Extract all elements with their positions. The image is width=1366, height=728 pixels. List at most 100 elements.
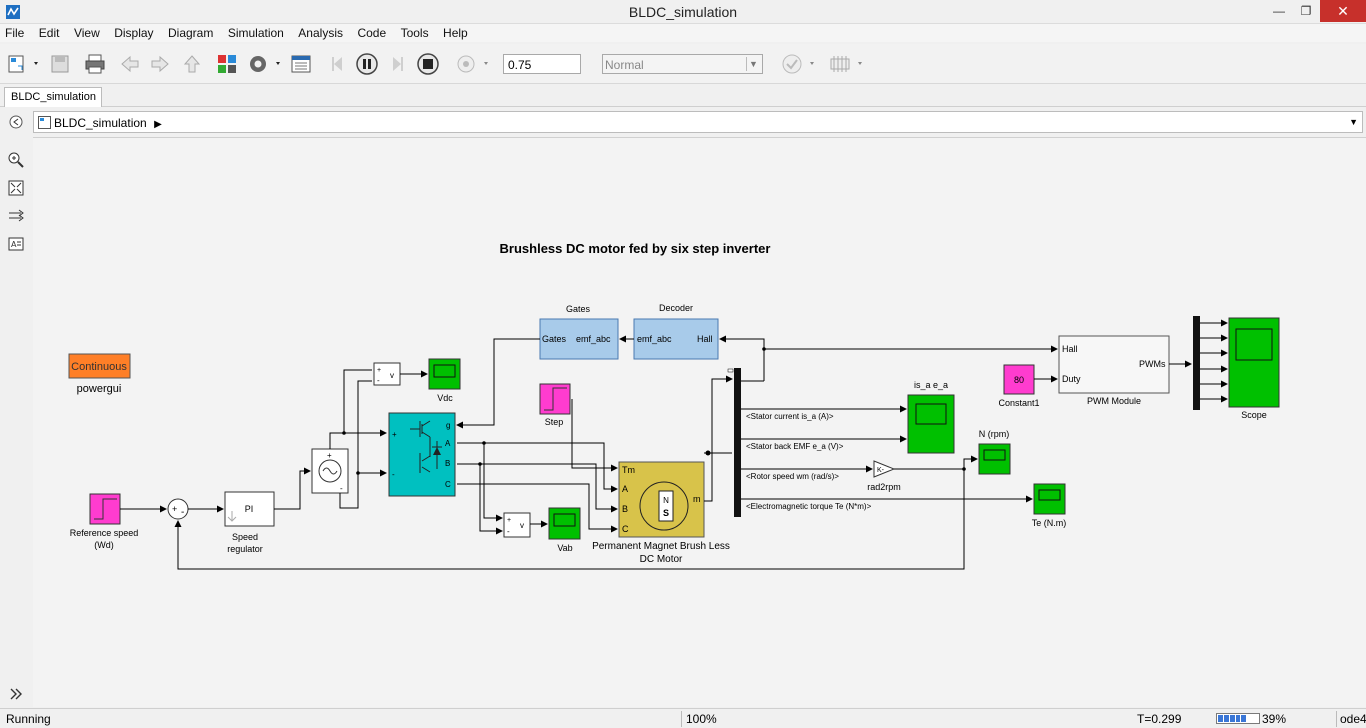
svg-text:is_a e_a: is_a e_a [914, 380, 948, 390]
is-ea-scope-block[interactable]: is_a e_a [907, 380, 955, 454]
zoom-icon[interactable] [7, 151, 25, 169]
sum-block[interactable]: + - [167, 498, 189, 520]
menu-edit[interactable]: Edit [38, 26, 60, 40]
gates-block[interactable]: Gates Gates emf_abc [539, 304, 619, 360]
step-back-icon [332, 57, 342, 71]
breadcrumb-arrow-icon[interactable]: ▶ [154, 119, 162, 130]
svg-text:Speed: Speed [232, 532, 258, 542]
vdc-measurement-block[interactable]: + - v [373, 362, 401, 386]
tab-bar: BLDC_simulation [0, 85, 1366, 107]
signal-lines [120, 319, 1228, 570]
svg-text:C: C [622, 524, 629, 534]
svg-text:+: + [392, 430, 397, 439]
up-button[interactable] [180, 52, 204, 76]
model-canvas[interactable]: Brushless DC motor fed by six step inver… [33, 137, 1366, 707]
pause-button[interactable] [355, 52, 379, 76]
demux-block[interactable] [1193, 316, 1200, 410]
zoom-level: 100% [686, 712, 717, 726]
close-button[interactable]: ✕ [1320, 0, 1366, 22]
hide-explorer-icon[interactable] [9, 115, 23, 129]
back-button[interactable] [118, 52, 142, 76]
new-model-button[interactable] [6, 52, 42, 76]
step-back-button[interactable] [326, 52, 350, 76]
model-settings-button[interactable] [246, 52, 286, 76]
svg-text:N (rpm): N (rpm) [979, 429, 1010, 439]
progress-segment [1218, 715, 1223, 722]
menu-view[interactable]: View [73, 26, 100, 40]
stop-time-input[interactable]: 0.75 [503, 54, 581, 74]
title-bar: BLDC_simulation — ❐ ✕ [0, 0, 1366, 24]
breadcrumb-model-name[interactable]: BLDC_simulation [54, 116, 147, 130]
speed-regulator-block[interactable]: PI Speed regulator [224, 491, 275, 554]
svg-text:K-: K- [877, 467, 885, 474]
menu-analysis[interactable]: Analysis [298, 26, 343, 40]
expand-panel-icon[interactable] [7, 685, 25, 703]
svg-text:Duty: Duty [1062, 374, 1081, 384]
new-model-icon [8, 55, 38, 73]
svg-text:Vab: Vab [557, 543, 572, 553]
svg-text:g: g [446, 421, 450, 430]
bus-selector-block[interactable] [734, 368, 741, 517]
reference-speed-block[interactable]: Reference speed (Wd) [70, 493, 139, 550]
arrow-icon[interactable] [7, 207, 25, 225]
decoder-block[interactable]: Decoder emf_abc Hall [633, 303, 719, 360]
solver-name: ode4 [1340, 712, 1366, 726]
svg-text:80: 80 [1014, 375, 1024, 385]
main-scope-block[interactable]: Scope [1228, 317, 1280, 420]
signal-back-emf: <Stator back EMF e_a (V)> [746, 442, 844, 451]
save-icon [51, 55, 69, 73]
simulation-progress-bar [1216, 713, 1260, 724]
rad2rpm-gain-block[interactable]: K- rad2rpm [867, 460, 901, 492]
menu-diagram[interactable]: Diagram [168, 26, 214, 40]
breadcrumb-dropdown-icon[interactable]: ▼ [1349, 117, 1358, 127]
simulation-mode-select[interactable]: Normal ▼ [602, 54, 763, 74]
menu-file[interactable]: File [5, 26, 25, 40]
step-forward-icon [393, 57, 403, 71]
bldc-motor-block[interactable]: N S Tm A B C m Permanent Magnet Brush Le… [592, 461, 730, 565]
model-advisor-button[interactable] [780, 52, 820, 76]
build-button[interactable] [828, 52, 868, 76]
powergui-block[interactable]: Continuous powergui [68, 353, 131, 395]
annotation-icon[interactable]: A [7, 235, 25, 253]
vab-measurement-block[interactable]: + - v [503, 512, 531, 538]
constant-block[interactable]: 80 Constant1 [998, 364, 1040, 408]
restore-button[interactable]: ❐ [1300, 4, 1312, 18]
menu-display[interactable]: Display [114, 26, 154, 40]
model-icon [38, 116, 51, 129]
menu-simulation[interactable]: Simulation [227, 26, 284, 40]
svg-text:Hall: Hall [1062, 344, 1078, 354]
minimize-button[interactable]: — [1273, 4, 1285, 18]
window-title: BLDC_simulation [628, 4, 738, 20]
svg-text:Gates: Gates [542, 334, 567, 344]
pwm-module-block[interactable]: Hall Duty PWMs PWM Module [1058, 335, 1170, 406]
menu-help[interactable]: Help [443, 26, 468, 40]
stop-button[interactable] [416, 52, 440, 76]
status-divider [681, 711, 682, 727]
step-forward-button[interactable] [385, 52, 409, 76]
save-button[interactable] [48, 52, 72, 76]
vdc-scope-block[interactable]: Vdc [428, 358, 461, 403]
n-rpm-scope-block[interactable]: N (rpm) [978, 429, 1011, 475]
model-explorer-button[interactable] [289, 52, 313, 76]
tab-bldc-simulation[interactable]: BLDC_simulation [4, 87, 102, 107]
record-button[interactable] [455, 52, 495, 76]
arrow-left-icon [121, 55, 139, 73]
forward-button[interactable] [148, 52, 172, 76]
menu-tools[interactable]: Tools [400, 26, 429, 40]
print-button[interactable] [83, 52, 107, 76]
inverter-block[interactable]: g A B C + - [388, 412, 456, 497]
model-breadcrumb[interactable]: BLDC_simulation ▶ ▼ [33, 111, 1363, 133]
svg-text:-: - [377, 376, 380, 385]
svg-text:+: + [327, 451, 332, 460]
stop-icon [417, 53, 439, 75]
menu-code[interactable]: Code [357, 26, 387, 40]
library-browser-button[interactable] [215, 52, 239, 76]
simulation-state: Running [6, 712, 51, 726]
te-scope-block[interactable]: Te (N.m) [1032, 483, 1067, 528]
fit-to-view-icon[interactable] [7, 179, 25, 197]
svg-text:Vdc: Vdc [437, 393, 453, 403]
step-block[interactable]: Step [539, 383, 571, 427]
svg-text:B: B [622, 504, 628, 514]
dc-voltage-source-block[interactable]: + - [311, 448, 349, 494]
vab-scope-block[interactable]: Vab [548, 507, 581, 553]
